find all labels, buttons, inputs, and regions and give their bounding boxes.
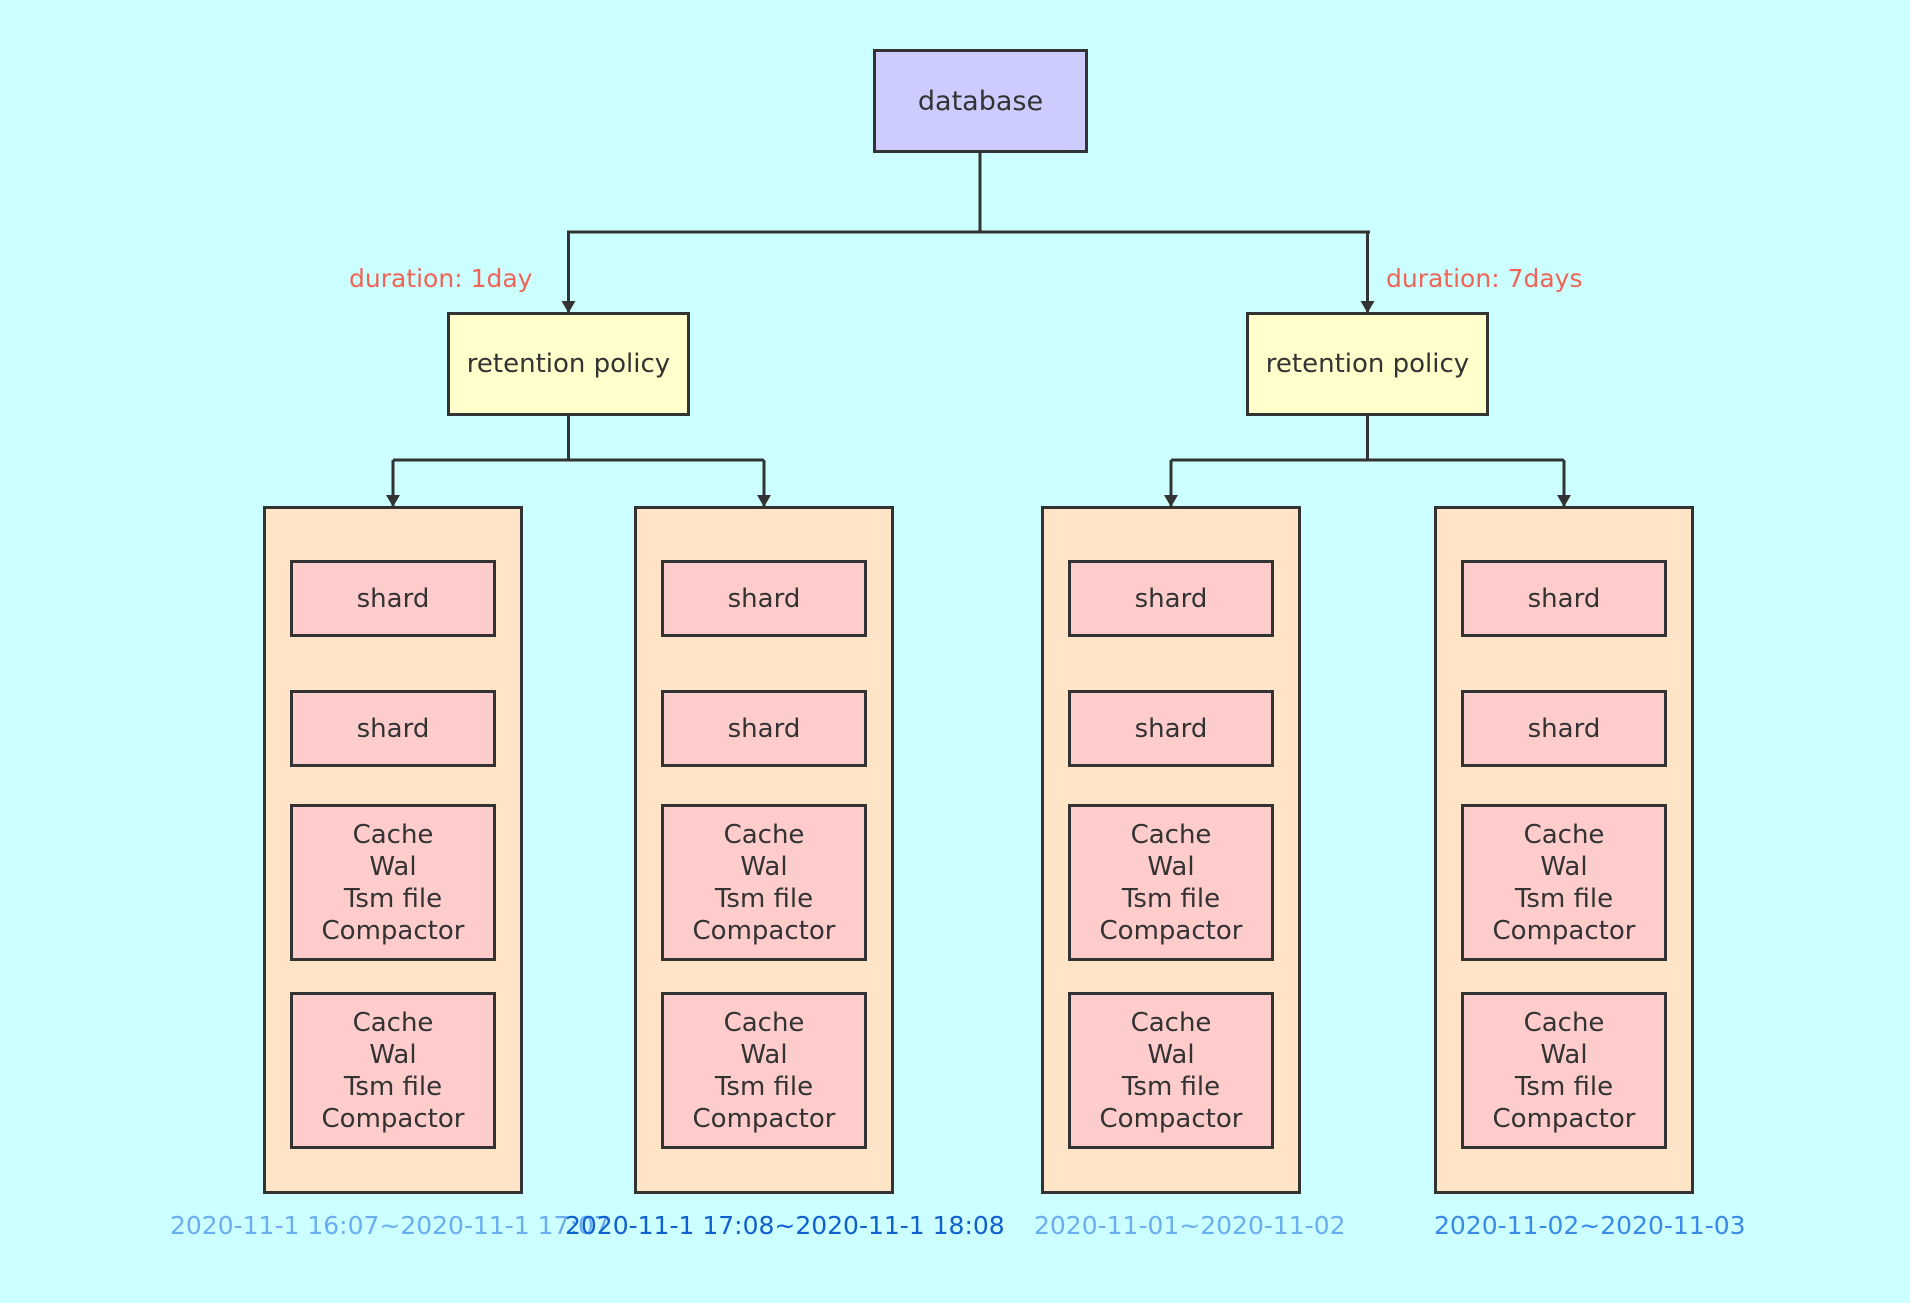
component-tsm-file: Tsm file — [343, 883, 443, 914]
component-wal: Wal — [1147, 1039, 1195, 1070]
component-compactor: Compactor — [321, 1103, 465, 1134]
shard-node: shard — [1461, 690, 1667, 767]
component-tsm-file: Tsm file — [714, 1071, 814, 1102]
component-cache: Cache — [1523, 1007, 1605, 1038]
component-cache: Cache — [352, 1007, 434, 1038]
component-cache: Cache — [352, 819, 434, 850]
time-range-label: 2020-11-02~2020-11-03 — [1434, 1211, 1746, 1240]
component-tsm-file: Tsm file — [1514, 1071, 1614, 1102]
component-tsm-file: Tsm file — [1514, 883, 1614, 914]
shard-node: shard — [661, 690, 867, 767]
duration-label: duration: 7days — [1386, 264, 1583, 293]
database-node: database — [873, 49, 1088, 153]
time-range-label: 2020-11-01~2020-11-02 — [1034, 1211, 1346, 1240]
component-wal: Wal — [1147, 851, 1195, 882]
component-compactor: Compactor — [1099, 915, 1243, 946]
shard-node: shard — [1461, 560, 1667, 637]
component-tsm-file: Tsm file — [714, 883, 814, 914]
component-cache: Cache — [723, 1007, 805, 1038]
component-wal: Wal — [1540, 851, 1588, 882]
component-compactor: Compactor — [692, 915, 836, 946]
shard-node: shard — [661, 560, 867, 637]
component-compactor: Compactor — [321, 915, 465, 946]
retention-policy-node: retention policy — [1246, 312, 1489, 416]
component-wal: Wal — [369, 1039, 417, 1070]
component-cache: Cache — [1130, 819, 1212, 850]
component-compactor: Compactor — [1099, 1103, 1243, 1134]
shard-node: shard — [1068, 560, 1274, 637]
shard-node: shard — [290, 560, 496, 637]
shard-node: shard — [290, 690, 496, 767]
component-compactor: Compactor — [1492, 915, 1636, 946]
component-cache: Cache — [1523, 819, 1605, 850]
retention-policy-node: retention policy — [447, 312, 690, 416]
component-tsm-file: Tsm file — [1121, 883, 1221, 914]
component-wal: Wal — [740, 851, 788, 882]
time-range-label: 2020-11-1 17:08~2020-11-1 18:08 — [565, 1211, 1005, 1240]
component-cache: Cache — [1130, 1007, 1212, 1038]
component-wal: Wal — [369, 851, 417, 882]
component-compactor: Compactor — [1492, 1103, 1636, 1134]
component-tsm-file: Tsm file — [343, 1071, 443, 1102]
component-compactor: Compactor — [692, 1103, 836, 1134]
duration-label: duration: 1day — [349, 264, 533, 293]
component-tsm-file: Tsm file — [1121, 1071, 1221, 1102]
time-range-label: 2020-11-1 16:07~2020-11-1 17:07 — [170, 1211, 610, 1240]
component-cache: Cache — [723, 819, 805, 850]
component-wal: Wal — [740, 1039, 788, 1070]
shard-node: shard — [1068, 690, 1274, 767]
component-wal: Wal — [1540, 1039, 1588, 1070]
